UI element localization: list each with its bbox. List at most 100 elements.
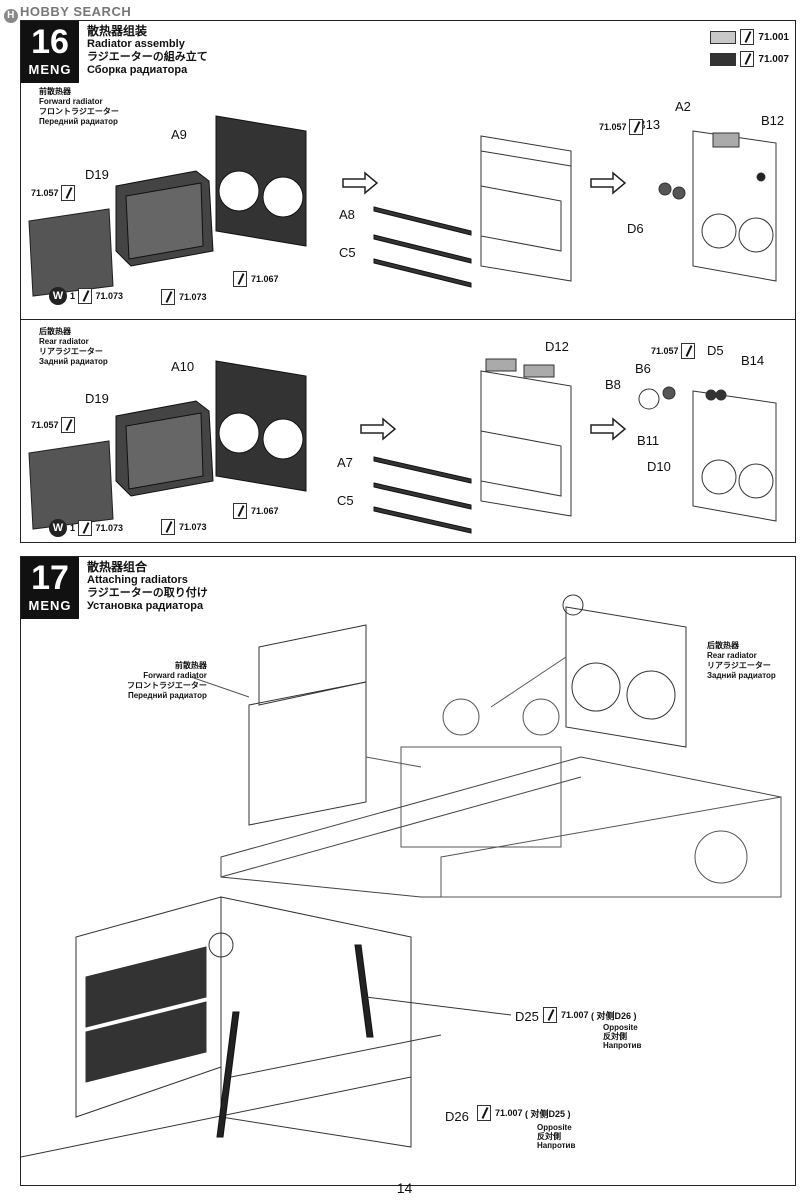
part-a2: A2 (675, 99, 691, 114)
part-d19: D19 (85, 391, 109, 406)
part-c5: C5 (337, 493, 354, 508)
rear-radiator-core (115, 400, 214, 497)
arrow-icon (342, 171, 627, 441)
rear-radiator-label: 后散热器 Rear radiator リアラジエーター Задний радиа… (707, 641, 776, 680)
forward-radiator-core (115, 170, 214, 267)
paint-legend-row: 71.001 (710, 29, 789, 45)
brush-icon (629, 119, 644, 135)
paint-code: 71.073 (161, 289, 207, 305)
forward-radiator-label: 前散热器 Forward radiator フロントラジエーター Передни… (39, 87, 119, 126)
step-17-diagram (21, 594, 782, 1158)
brush-icon (233, 503, 247, 519)
paint-code: 71.057 (651, 343, 699, 359)
step-16-title: 散热器组装 Radiator assembly ラジエーターの組み立て Сбор… (87, 25, 208, 77)
paint-code: 71.007 ( 对侧D25 ) (477, 1105, 571, 1121)
part-b8: B8 (605, 377, 621, 392)
rod-parts (216, 944, 374, 1138)
paint-code: 71.067 (233, 271, 279, 287)
page-number: 14 (396, 1180, 413, 1196)
bar-parts (373, 206, 472, 288)
brush-icon (681, 343, 696, 359)
brush-icon (233, 271, 247, 287)
part-a9: A9 (171, 127, 187, 142)
brush-icon (161, 289, 175, 305)
brush-icon (161, 519, 175, 535)
leader-lines (230, 996, 512, 1078)
opposite-note: Opposite 反対側 Напротив (537, 1123, 576, 1150)
completed-forward-radiator (658, 130, 777, 282)
part-d19: D19 (85, 167, 109, 182)
part-d10: D10 (647, 459, 671, 474)
title-ja: ラジエーターの取り付け (87, 587, 208, 599)
brush-icon (61, 417, 76, 433)
part-a10: A10 (171, 359, 195, 374)
rear-radiator-label: 后散热器 Rear radiator リアラジエーター Задний радиа… (39, 327, 108, 366)
hull-outline (220, 756, 782, 898)
frame-assembly (480, 135, 572, 282)
part-c5: C5 (339, 245, 356, 260)
title-ja: ラジエーターの組み立て (87, 51, 208, 63)
paint-code: 71.007 ( 对侧D26 ) (543, 1007, 637, 1023)
brush-icon (543, 1007, 557, 1023)
part-a8: A8 (339, 207, 355, 222)
paint-code: 71.073 (161, 519, 207, 535)
completed-rear-radiator (638, 386, 777, 522)
step-number: 16 (31, 23, 69, 61)
step-17-badge: 17 MENG (21, 557, 79, 619)
part-d25: D25 (515, 1009, 539, 1024)
title-ru: Установка радиатора (87, 600, 204, 612)
swatch-dark-icon (710, 52, 737, 66)
step-16-badge: 16 MENG (21, 21, 79, 83)
hobby-search-logo-icon: H (4, 9, 18, 23)
part-b12: B12 (761, 113, 785, 128)
rear-grille-mesh (28, 440, 114, 530)
rear-radiator-assembly (562, 594, 687, 748)
title-en: Radiator assembly (87, 38, 185, 50)
brush-icon (477, 1105, 491, 1121)
section-divider (21, 319, 795, 320)
title-zh: 散热器组合 (87, 560, 148, 574)
part-d5: D5 (707, 343, 724, 358)
part-d6: D6 (627, 221, 644, 236)
brush-icon (77, 288, 92, 304)
track-section (440, 796, 782, 898)
title-zh: 散热器组装 (87, 24, 148, 38)
part-a7: A7 (337, 455, 353, 470)
bar-parts (373, 456, 472, 534)
w-part-icon: W (49, 287, 67, 305)
brush-icon (77, 520, 92, 536)
radiator-shroud-a10 (215, 360, 307, 492)
part-b14: B14 (741, 353, 765, 368)
title-ru: Сборка радиатора (87, 64, 188, 76)
forward-radiator-label: 前散热器 Forward radiator フロントラジエーター Передни… (127, 661, 207, 700)
brush-icon (740, 29, 755, 45)
part-d26: D26 (445, 1109, 469, 1124)
part-b11: B11 (637, 433, 660, 448)
part-d12: D12 (545, 339, 569, 354)
step-number: 17 (31, 559, 69, 597)
brand-logo: MENG (28, 598, 72, 613)
brush-icon (61, 185, 76, 201)
radiator-shroud-a9 (215, 115, 307, 247)
paint-legend: 71.001 71.007 (710, 29, 789, 73)
step-17-panel: 17 MENG 散热器组合 Attaching radiators ラジエーター… (20, 556, 796, 1186)
swatch-light-icon (710, 30, 737, 44)
brush-icon (740, 51, 755, 67)
part-b6: B6 (635, 361, 651, 376)
forward-grille-mesh (28, 208, 114, 297)
title-en: Attaching radiators (87, 574, 188, 586)
engine-deck (400, 698, 562, 848)
guide-lines (190, 656, 567, 768)
paint-code: 71.057 (599, 119, 647, 135)
opposite-note: Opposite 反対側 Напротив (603, 1023, 642, 1050)
w-part-icon: W (49, 519, 67, 537)
paint-legend-row: 71.007 (710, 51, 789, 67)
paint-code: 71.067 (233, 503, 279, 519)
paint-code: 71.057 (31, 185, 79, 201)
forward-radiator-assembly (248, 624, 367, 826)
frame-assembly (480, 358, 572, 517)
step-17-title: 散热器组合 Attaching radiators ラジエーターの取り付け Ус… (87, 561, 208, 613)
